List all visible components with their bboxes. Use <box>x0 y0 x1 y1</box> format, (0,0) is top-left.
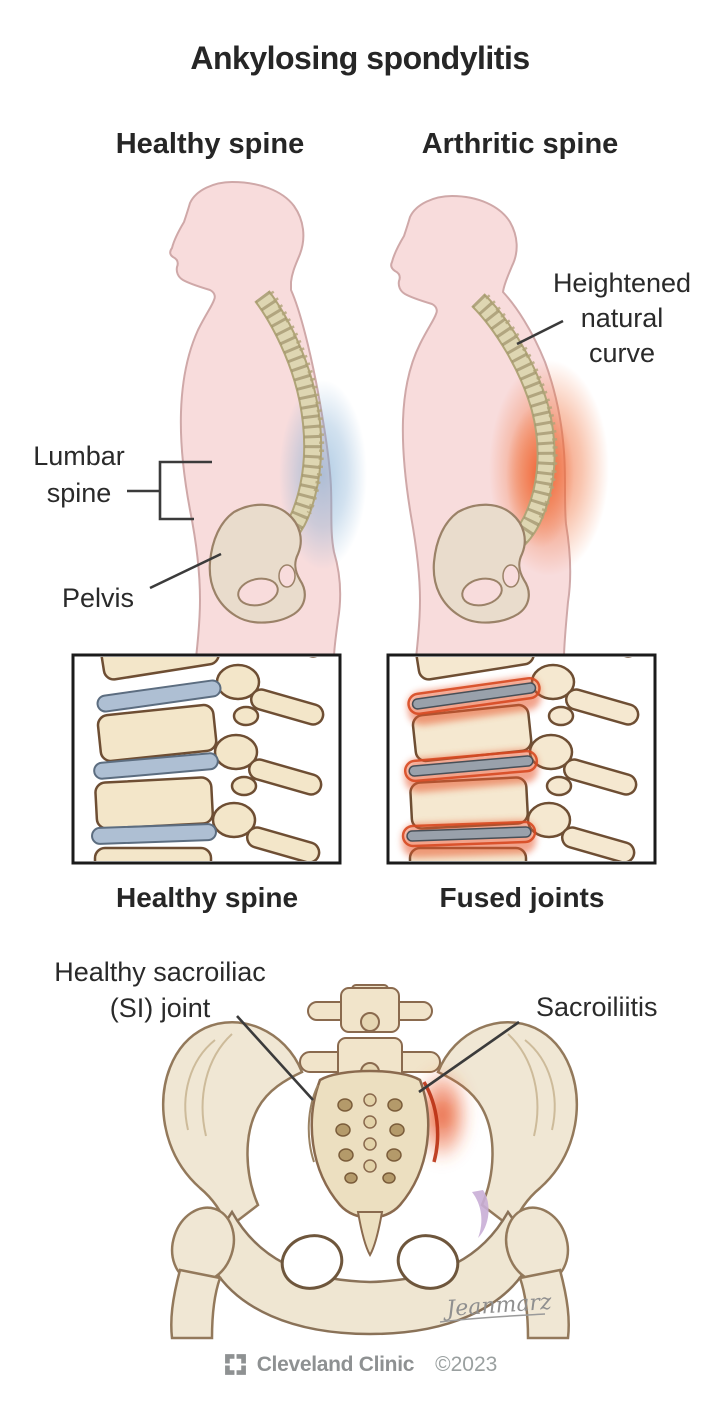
si-joint-leader-line <box>236 1015 314 1101</box>
sacroiliitis-joint-line <box>422 1081 440 1163</box>
heightened-curve-leader-line <box>516 319 564 346</box>
copyright-year: ©2023 <box>435 1352 498 1376</box>
healthy-pelvis-side-bone <box>208 503 306 624</box>
callout-healthy-si-joint: Healthy sacroiliac (SI) joint <box>54 957 266 1023</box>
fused-vertebrae-closeup <box>401 657 640 861</box>
column-heading-arthritic: Arthritic spine <box>421 128 619 160</box>
brand-name: Cleveland Clinic <box>256 1352 415 1376</box>
column-heading-healthy: Healthy spine <box>115 128 305 160</box>
callout-heightened-natural-curve: Heightened natural curve <box>552 268 692 368</box>
callout-lumbar-spine: Lumbar spine <box>33 441 125 508</box>
sacroiliitis-leader-line <box>418 1020 520 1094</box>
page-title: Ankylosing spondylitis <box>190 40 530 76</box>
pelvis-posterior-illustration: Jeanmarz <box>162 984 578 1340</box>
cleveland-clinic-logo-icon <box>224 1354 246 1375</box>
healthy-discs <box>91 679 222 845</box>
healthy-vertebrae-closeup <box>91 657 325 861</box>
arthritic-figure-illustration <box>390 194 609 659</box>
callout-pelvis: Pelvis <box>62 583 135 613</box>
callout-lines <box>127 319 564 1101</box>
footer: Cleveland Clinic ©2023 <box>0 1352 720 1377</box>
hip-cartilage-highlight <box>472 1190 489 1238</box>
inset-caption-fused-joints: Fused joints <box>439 882 605 913</box>
callout-sacroiliitis: Sacroiliitis <box>536 992 658 1022</box>
pelvis-leader-line <box>149 552 222 590</box>
inset-caption-healthy-spine: Healthy spine <box>115 882 299 913</box>
healthy-figure-illustration <box>169 180 367 659</box>
fused-discs <box>406 682 537 842</box>
arthritic-pelvis-side-bone <box>432 503 530 624</box>
lumbar-spine-bracket <box>158 460 212 521</box>
inflamed-disc-rims <box>401 676 541 848</box>
